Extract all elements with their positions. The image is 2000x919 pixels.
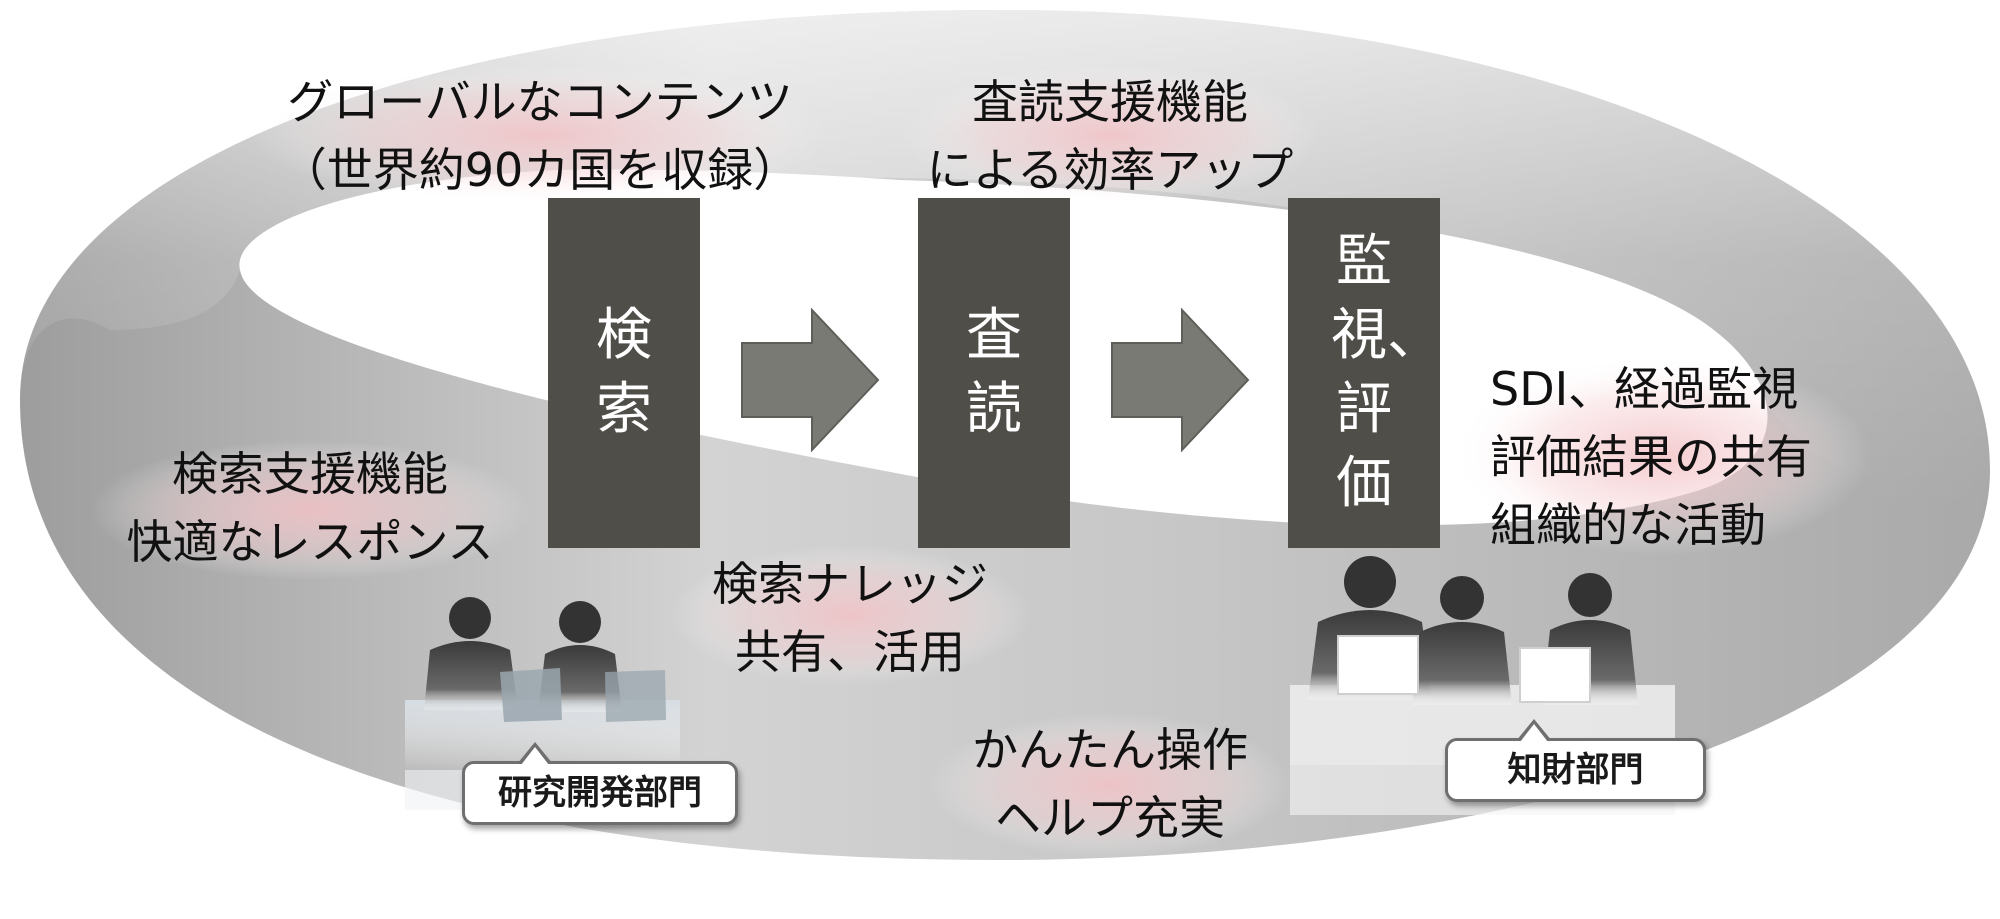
arrow-review-to-monitor — [1111, 307, 1250, 453]
step-review-label: 査読 — [966, 303, 1022, 442]
step-review-box: 査読 — [918, 198, 1070, 548]
highlight-glows — [90, 65, 1870, 857]
annotation-line: 共有、活用 — [735, 625, 965, 679]
annotation-line: 検索ナレッジ — [712, 557, 988, 611]
annotation-line: 査読支援機能 — [972, 75, 1248, 129]
annotation-line: かんたん操作 — [972, 723, 1248, 777]
annotation-search-support: 検索支援機能 快適なレスポンス — [115, 440, 505, 576]
annotation-line: 検索支援機能 — [172, 447, 448, 501]
annotation-global-contents: グローバルなコンテンツ （世界約90カ国を収録） — [260, 68, 820, 204]
callout-tail-inner — [521, 747, 549, 765]
callout-tail-inner — [1520, 724, 1548, 742]
annotation-line: グローバルなコンテンツ — [287, 75, 793, 129]
step-search-label: 検索 — [596, 303, 652, 442]
annotation-line: 組織的な活動 — [1490, 498, 1766, 552]
annotation-knowledge: 検索ナレッジ 共有、活用 — [700, 550, 1000, 686]
annotation-line: （世界約90カ国を収録） — [280, 143, 800, 197]
annotation-sdi: SDI、経過監視 評価結果の共有 組織的な活動 — [1490, 355, 1910, 559]
annotation-line: 快適なレスポンス — [126, 515, 494, 569]
annotation-line: 評価結果の共有 — [1490, 430, 1812, 484]
step-monitor-label: 監視、評価 — [1331, 229, 1443, 516]
step-search-box: 検索 — [548, 198, 700, 548]
annotation-line: による効率アップ — [926, 143, 1294, 197]
people-at-desk-icon — [405, 597, 680, 810]
annotation-line: ヘルプ充実 — [995, 791, 1225, 845]
annotation-easy-operation: かんたん操作 ヘルプ充実 — [950, 716, 1270, 852]
dept-label-ip-text: 知財部門 — [1507, 750, 1644, 790]
annotation-review-support: 査読支援機能 による効率アップ — [910, 68, 1310, 204]
arrow-search-to-review — [741, 307, 880, 453]
step-monitor-box: 監視、評価 — [1288, 198, 1443, 548]
dept-label-rnd-text: 研究開発部門 — [498, 773, 702, 813]
annotation-line: SDI、経過監視 — [1490, 362, 1799, 416]
dept-label-rnd: 研究開発部門 — [462, 742, 738, 825]
dept-label-ip: 知財部門 — [1445, 719, 1706, 802]
